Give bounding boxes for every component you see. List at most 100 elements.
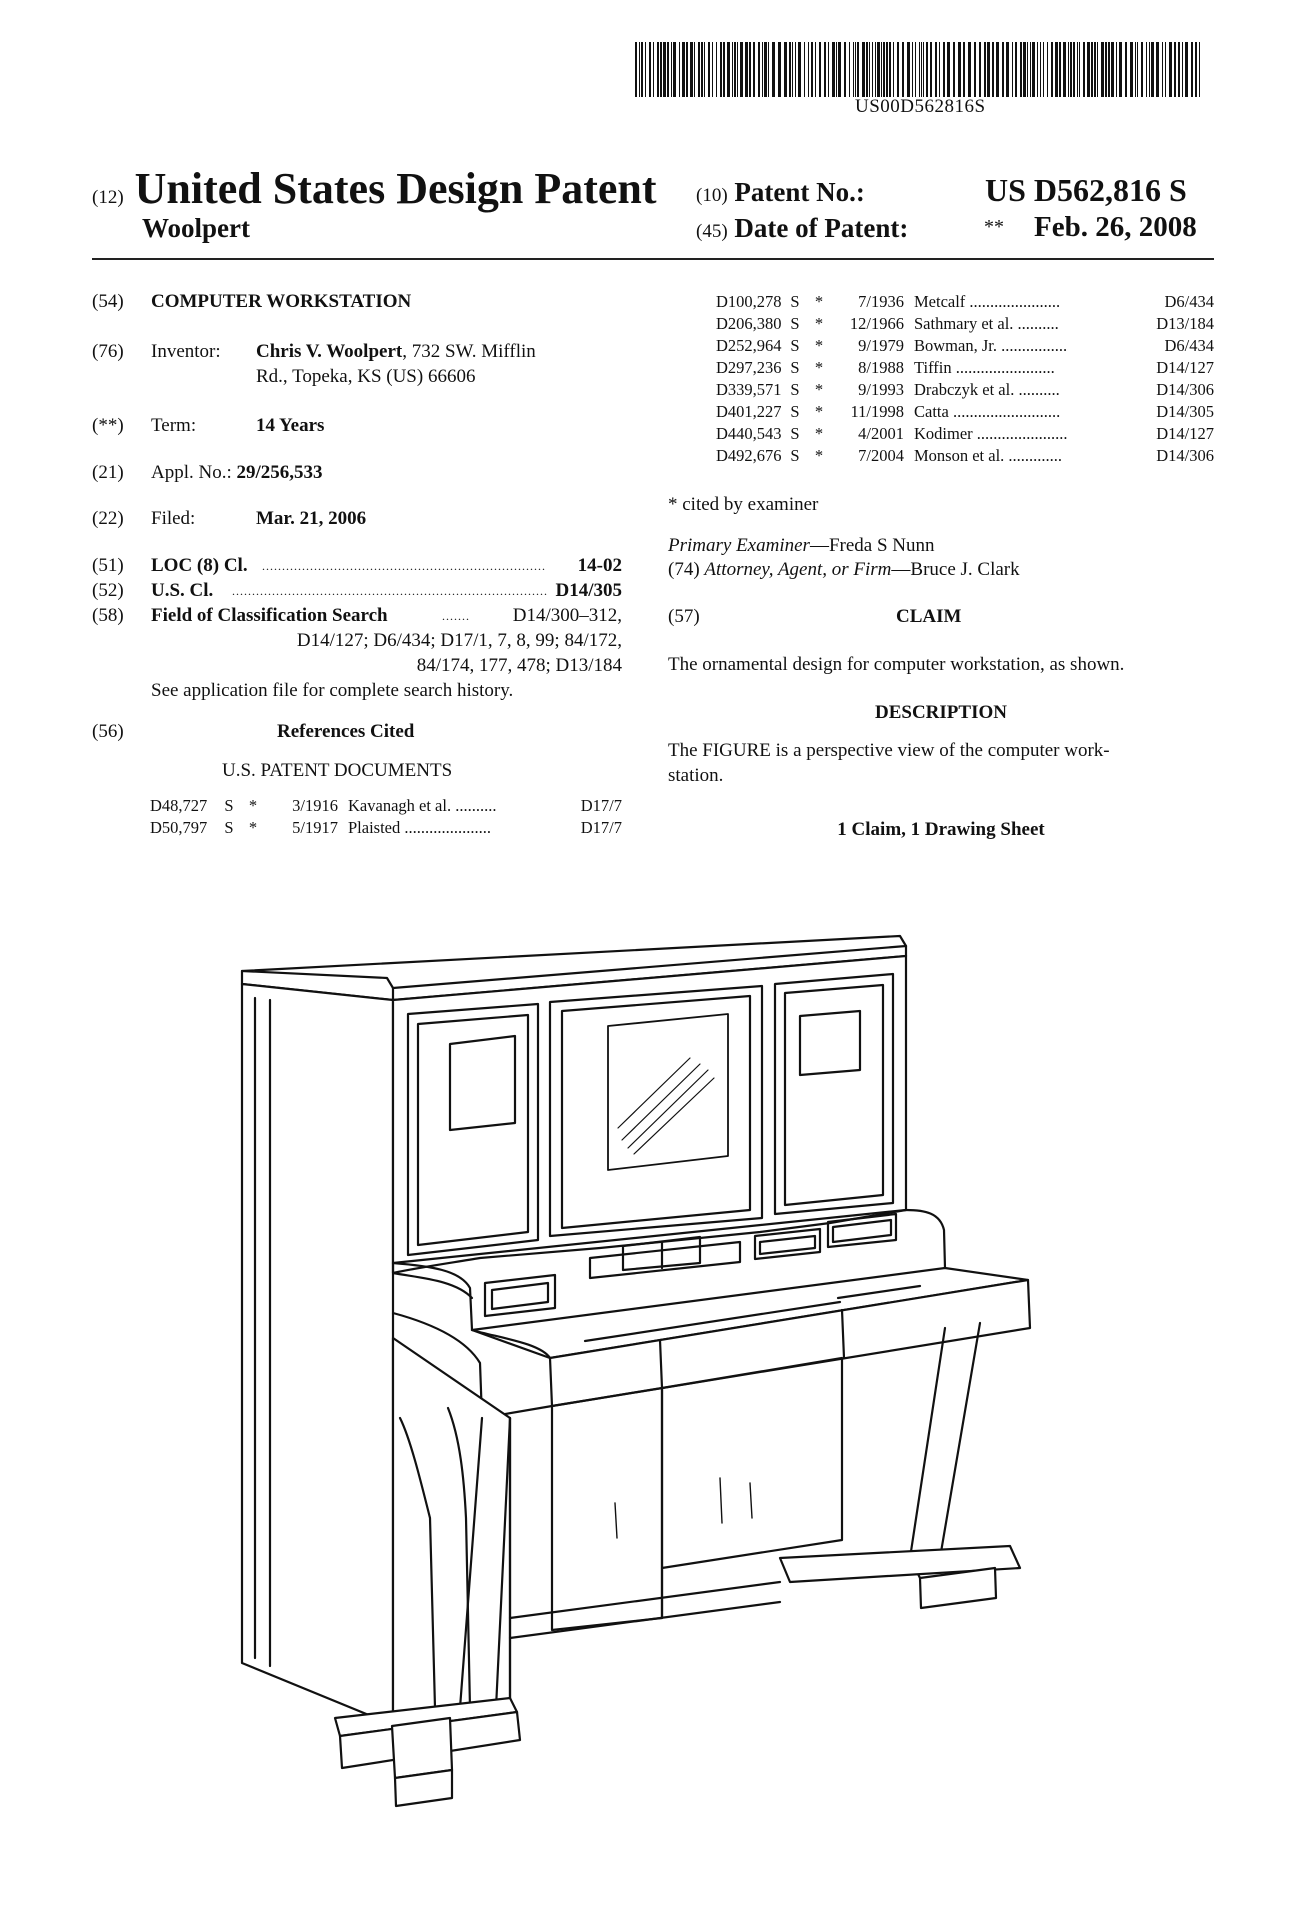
barcode-bar — [758, 42, 760, 97]
ref-number: D206,380 — [716, 314, 782, 333]
ref-name: Drabczyk et al. .......... — [914, 380, 1060, 399]
barcode-bar — [667, 42, 669, 97]
barcode-bar — [855, 42, 856, 97]
barcode-bar — [734, 42, 736, 97]
barcode-bar — [919, 42, 920, 97]
code-10: (10) — [696, 185, 728, 206]
barcode-bar — [838, 42, 841, 97]
ref-star: * — [248, 818, 258, 837]
ref-number: D252,964 — [716, 336, 782, 355]
barcode-bar — [979, 42, 981, 97]
term-value: 14 Years — [256, 415, 325, 436]
barcode-bar — [930, 42, 932, 97]
barcode-bar — [912, 42, 913, 97]
barcode-bar — [836, 42, 837, 97]
cited-by-examiner: * cited by examiner — [668, 494, 819, 515]
barcode-bar — [804, 42, 805, 97]
barcode-bar — [1055, 42, 1058, 97]
barcode-bar — [886, 42, 888, 97]
barcode-bar — [832, 42, 835, 97]
appl-no-value: 29/256,533 — [236, 462, 323, 483]
field-term: (**) Term: 14 Years — [92, 416, 324, 435]
patent-no-label: (10) Patent No.: — [696, 177, 865, 208]
barcode-bar — [635, 42, 637, 97]
barcode-bar — [679, 42, 680, 97]
barcode-bar — [893, 42, 894, 97]
ref-date: 7/1936 — [858, 292, 904, 311]
barcode-bar — [798, 42, 801, 97]
ref-kind: S — [790, 336, 800, 355]
barcode-bar — [1032, 42, 1035, 97]
ref-number: D48,727 — [150, 796, 208, 815]
barcode-bar — [811, 42, 813, 97]
date-marker: ** — [984, 216, 1004, 238]
barcode-bar — [902, 42, 904, 97]
ref-star: * — [814, 424, 824, 443]
barcode-bar — [1185, 42, 1188, 97]
ref-class: D17/7 — [580, 796, 622, 815]
barcode-bar — [808, 42, 809, 97]
barcode-bar — [862, 42, 865, 97]
barcode — [635, 42, 1200, 97]
barcode-bar — [907, 42, 910, 97]
filed-label: Filed: — [151, 508, 196, 529]
barcode-bar — [649, 42, 651, 97]
ref-kind: S — [224, 818, 234, 837]
field-22: (22) Filed: Mar. 21, 2006 — [92, 509, 366, 528]
barcode-bar — [844, 42, 846, 97]
ref-name: Bowman, Jr. ................ — [914, 336, 1068, 355]
ref-class: D14/127 — [1156, 358, 1214, 377]
barcode-bar — [1125, 42, 1127, 97]
ref-star: * — [248, 796, 258, 815]
ref-name: Plaisted ..................... — [348, 818, 491, 837]
ref-name: Kodimer ...................... — [914, 424, 1068, 443]
barcode-bar — [953, 42, 955, 97]
date-label-text: Date of Patent: — [734, 213, 909, 243]
primary-examiner: Primary Examiner—Freda S Nunn — [668, 536, 935, 555]
field-search-line2: D14/127; D6/434; D17/1, 7, 8, 99; 84/172… — [296, 630, 622, 651]
barcode-bar — [716, 42, 717, 97]
barcode-bar — [1165, 42, 1166, 97]
ref-kind: S — [224, 796, 234, 815]
description-line1: The FIGURE is a perspective view of the … — [668, 740, 1110, 761]
barcode-bar — [915, 42, 916, 97]
barcode-bar — [1169, 42, 1172, 97]
barcode-bar — [1027, 42, 1028, 97]
barcode-bar — [923, 42, 924, 97]
barcode-bar — [921, 42, 922, 97]
ref-kind: S — [790, 424, 800, 443]
barcode-bar — [1037, 42, 1038, 97]
barcode-bar — [935, 42, 937, 97]
barcode-bar — [1047, 42, 1048, 97]
attorney-label: Attorney, Agent, or Firm — [704, 559, 892, 580]
us-patent-documents-heading: U.S. PATENT DOCUMENTS — [222, 760, 453, 781]
left-side-panel — [240, 982, 395, 1727]
ref-number: D50,797 — [150, 818, 208, 837]
barcode-bar — [889, 42, 891, 97]
barcode-bar — [1020, 42, 1022, 97]
barcode-bar — [1070, 42, 1072, 97]
barcode-bar — [745, 42, 748, 97]
barcode-bar — [1130, 42, 1133, 97]
barcode-bar — [819, 42, 821, 97]
barcode-bar — [1059, 42, 1061, 97]
date-of-patent: Feb. 26, 2008 — [1034, 211, 1197, 243]
claim-heading: CLAIM — [896, 606, 962, 627]
search-history-note: See application file for complete search… — [151, 680, 514, 701]
ref-class: D14/306 — [1156, 380, 1214, 399]
ref-date: 7/2004 — [858, 446, 904, 465]
ref-number: D100,278 — [716, 292, 782, 311]
barcode-bar — [764, 42, 767, 97]
ref-kind: S — [790, 402, 800, 421]
barcode-bar — [784, 42, 787, 97]
code-12: (12) — [92, 187, 124, 208]
barcode-bar — [657, 42, 659, 97]
primary-examiner-name: —Freda S Nunn — [809, 535, 935, 556]
field-56: (56) References Cited — [92, 722, 622, 741]
appl-no-label: Appl. No.: — [151, 462, 232, 483]
ref-kind: S — [790, 446, 800, 465]
barcode-bar — [1108, 42, 1110, 97]
code-52: (52) — [92, 580, 124, 601]
